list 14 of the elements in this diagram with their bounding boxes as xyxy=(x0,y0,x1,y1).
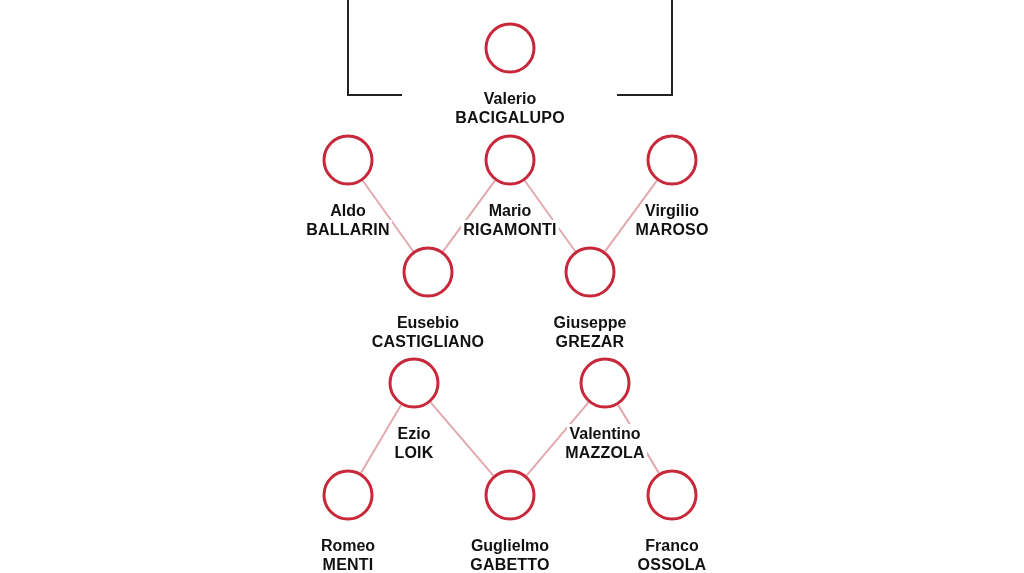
connector-line xyxy=(429,401,495,477)
first-name: Valentino xyxy=(567,424,643,443)
surname: OSSOLA xyxy=(635,555,709,573)
first-name: Guglielmo xyxy=(468,536,552,555)
connector-line xyxy=(361,179,415,253)
connector-line xyxy=(525,401,590,477)
surname: GABETTO xyxy=(468,555,552,573)
connector-line xyxy=(442,179,496,253)
first-name: Virgilio xyxy=(643,201,701,220)
connector-line xyxy=(604,179,658,253)
connector-line xyxy=(359,403,403,475)
surname: MENTI xyxy=(320,555,376,573)
first-name: Giuseppe xyxy=(551,313,629,332)
connector-line xyxy=(523,179,577,253)
